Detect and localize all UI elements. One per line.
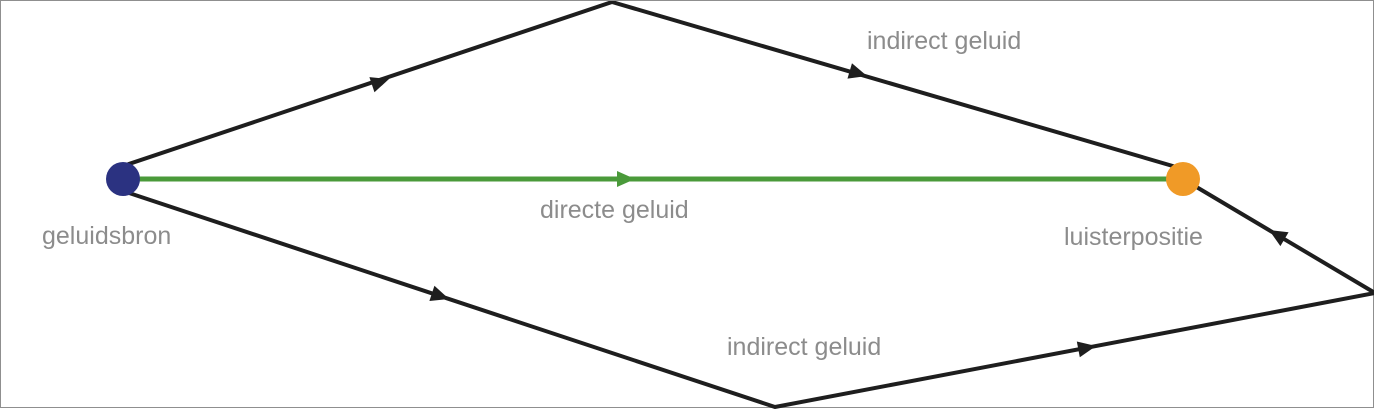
- arrowhead-direct: [617, 171, 635, 187]
- listener-node: [1166, 162, 1200, 196]
- arrowhead-return: [1269, 230, 1289, 247]
- arrowhead-top-right: [847, 63, 867, 79]
- source-node: [106, 162, 140, 196]
- indirect-path-bottom: [122, 177, 1374, 409]
- indirect-path-top: [122, 1, 1184, 171]
- arrowhead-bottom-right: [1076, 341, 1096, 358]
- direct-sound-label: directe geluid: [540, 196, 689, 224]
- arrowhead-bottom-left: [429, 285, 449, 301]
- indirect-sound-label-bottom: indirect geluid: [727, 333, 882, 361]
- indirect-sound-label-top: indirect geluid: [867, 27, 1022, 55]
- arrowhead-top-left: [369, 77, 389, 93]
- listener-label: luisterpositie: [1064, 223, 1203, 251]
- source-label: geluidsbron: [42, 222, 172, 250]
